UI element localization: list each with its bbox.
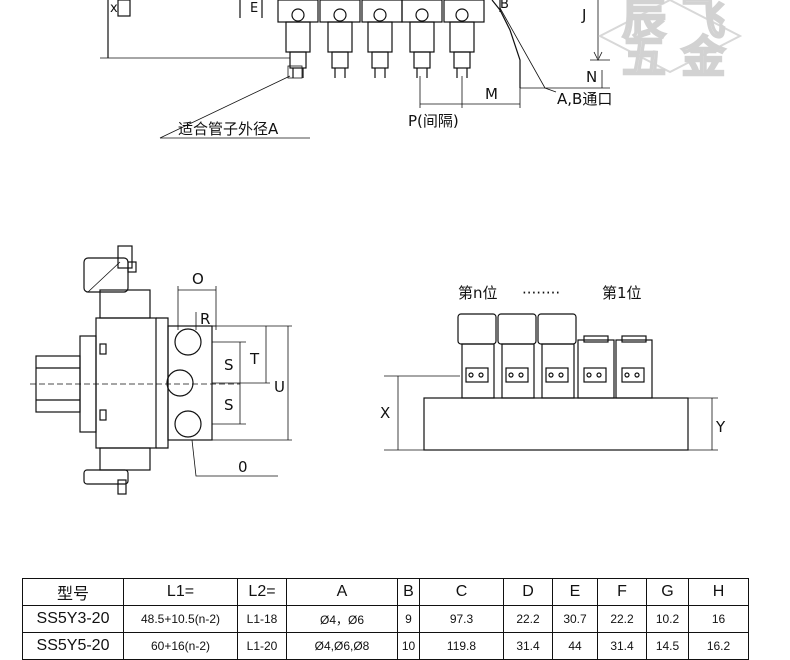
dim-M-label: M — [485, 85, 498, 103]
solenoid-row — [277, 0, 485, 78]
cell-l1: 60+16(n-2) — [123, 632, 238, 660]
station-1-label: 第1位 — [602, 284, 642, 302]
dim-O-label: O — [192, 270, 204, 288]
cell-h: 16 — [688, 605, 749, 633]
cell-l1: 48.5+10.5(n-2) — [123, 605, 238, 633]
cell-d: 22.2 — [503, 605, 553, 633]
header-h: H — [688, 578, 749, 606]
ab-port-label: A,B通口 — [557, 90, 612, 108]
dim-U-label: U — [274, 378, 285, 396]
station-dots: ········ — [522, 284, 560, 302]
cell-e: 44 — [552, 632, 598, 660]
dim-T-label: T — [249, 350, 260, 368]
pipe-od-label: 适合管子外径A — [178, 120, 279, 138]
dim-X-label: X — [380, 404, 390, 422]
header-l1: L1= — [123, 578, 238, 606]
header-f: F — [597, 578, 647, 606]
dim-0-label: 0 — [238, 458, 248, 476]
cell-f: 31.4 — [597, 632, 647, 660]
valve-stack — [457, 313, 653, 399]
cell-a: Ø4，Ø6 — [286, 605, 398, 633]
header-c: C — [419, 578, 504, 606]
cell-e: 30.7 — [552, 605, 598, 633]
dim-J-label: J — [581, 6, 586, 24]
watermark-line2: 五 金 — [622, 32, 726, 83]
header-model: 型号 — [22, 578, 124, 606]
header-e: E — [552, 578, 598, 606]
cell-c: 119.8 — [419, 632, 504, 660]
interval-label: P(间隔) — [408, 112, 459, 130]
dim-S1-label: S — [224, 356, 234, 374]
frag-E-label: E — [250, 1, 258, 16]
header-g: G — [646, 578, 689, 606]
cell-l2: L1-20 — [237, 632, 287, 660]
cell-h: 16.2 — [688, 632, 749, 660]
table-row: SS5Y3-20 48.5+10.5(n-2) L1-18 Ø4，Ø6 9 97… — [22, 605, 749, 633]
cell-d: 31.4 — [503, 632, 553, 660]
spec-table: 型号 L1= L2= A B C D E F G H SS5Y3-20 48.5… — [22, 578, 749, 660]
cell-a: Ø4,Ø6,Ø8 — [286, 632, 398, 660]
station-n-label: 第n位 — [458, 284, 498, 302]
header-b: B — [397, 578, 420, 606]
dim-R-label: R — [200, 310, 210, 328]
header-d: D — [503, 578, 553, 606]
dim-N-label: N — [586, 68, 597, 86]
cell-l2: L1-18 — [237, 605, 287, 633]
dim-S2-label: S — [224, 396, 234, 414]
cell-g: 14.5 — [646, 632, 689, 660]
watermark-logo: 辰 飞 五 金 — [597, 0, 743, 84]
cell-model: SS5Y5-20 — [22, 632, 124, 660]
side-view — [30, 245, 292, 495]
table-header-row: 型号 L1= L2= A B C D E F G H — [22, 578, 749, 606]
top-view — [100, 0, 610, 139]
table-row: SS5Y5-20 60+16(n-2) L1-20 Ø4,Ø6,Ø8 10 11… — [22, 632, 749, 660]
cell-f: 22.2 — [597, 605, 647, 633]
frag-B-label: B — [500, 0, 509, 12]
cell-model: SS5Y3-20 — [22, 605, 124, 633]
watermark-line1: 辰 飞 — [622, 0, 725, 45]
header-a: A — [286, 578, 398, 606]
front-view — [384, 313, 718, 451]
cell-b: 10 — [397, 632, 420, 660]
cell-g: 10.2 — [646, 605, 689, 633]
cell-c: 97.3 — [419, 605, 504, 633]
frag-x-label: x — [110, 1, 118, 16]
cell-b: 9 — [397, 605, 420, 633]
header-l2: L2= — [237, 578, 287, 606]
dim-Y-label: Y — [715, 418, 726, 436]
